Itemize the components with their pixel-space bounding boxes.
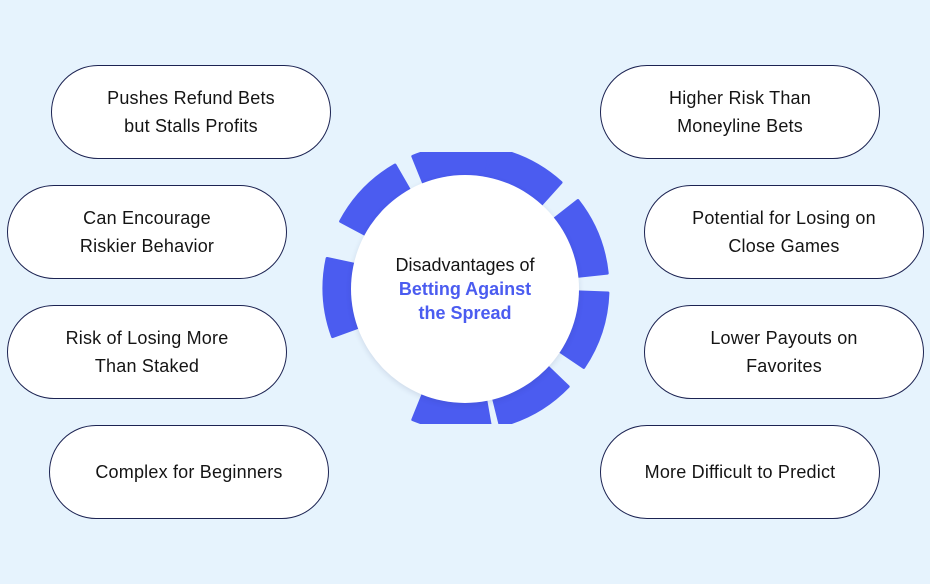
left-item-3: Risk of Losing More Than Staked: [7, 305, 287, 399]
center-title-disc: Disadvantages of Betting Against the Spr…: [351, 175, 579, 403]
right-item-4: More Difficult to Predict: [600, 425, 880, 519]
left-item-4: Complex for Beginners: [49, 425, 329, 519]
right-item-2: Potential for Losing on Close Games: [644, 185, 924, 279]
left-item-1-line-1: Pushes Refund Bets: [107, 88, 275, 108]
right-item-3-line-1: Lower Payouts on: [710, 328, 858, 348]
left-item-3-line-2: Than Staked: [94, 356, 200, 376]
left-item-2-line-1: Can Encourage: [83, 208, 211, 228]
right-item-3-line-2: Favorites: [746, 356, 822, 376]
right-item-3: Lower Payouts on Favorites: [644, 305, 924, 399]
right-item-1-line-2: Moneyline Bets: [677, 116, 803, 136]
center-title-line-1: Disadvantages of: [395, 255, 535, 275]
segmented-ring: [322, 152, 610, 424]
left-item-2-line-2: Riskier Behavior: [79, 236, 215, 256]
left-item-4-line-1: Complex for Beginners: [95, 462, 283, 482]
right-item-2-line-2: Close Games: [728, 236, 840, 256]
center-title-line-2: Betting Against: [398, 279, 532, 299]
right-item-1-line-1: Higher Risk Than: [669, 88, 811, 108]
right-item-1: Higher Risk Than Moneyline Bets: [600, 65, 880, 159]
center-title-line-3: the Spread: [418, 303, 512, 323]
left-item-1: Pushes Refund Bets but Stalls Profits: [51, 65, 331, 159]
left-item-2: Can Encourage Riskier Behavior: [7, 185, 287, 279]
left-item-1-line-2: but Stalls Profits: [124, 116, 258, 136]
right-item-4-line-1: More Difficult to Predict: [644, 462, 836, 482]
right-item-2-line-1: Potential for Losing on: [692, 208, 876, 228]
left-item-3-line-1: Risk of Losing More: [65, 328, 229, 348]
